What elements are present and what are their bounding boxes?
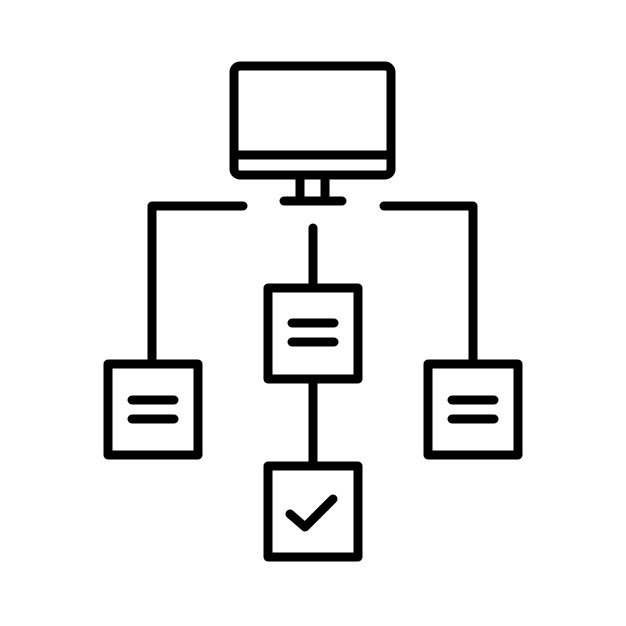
- connector-right: [379, 201, 478, 367]
- checkbox-box: [263, 461, 363, 562]
- document-icon-center: [263, 283, 363, 384]
- checkbox-checked-icon: [263, 461, 363, 562]
- document-box-left: [103, 359, 203, 460]
- monitor-icon: [229, 61, 396, 206]
- document-icon-left: [103, 359, 203, 460]
- check-mark-icon: [285, 494, 338, 532]
- document-box-right: [423, 359, 523, 460]
- connector-lines: [147, 201, 478, 469]
- document-icon-right: [423, 359, 523, 460]
- connector-left: [147, 201, 248, 367]
- document-box-center: [263, 283, 363, 384]
- monitor-screen: [229, 61, 396, 180]
